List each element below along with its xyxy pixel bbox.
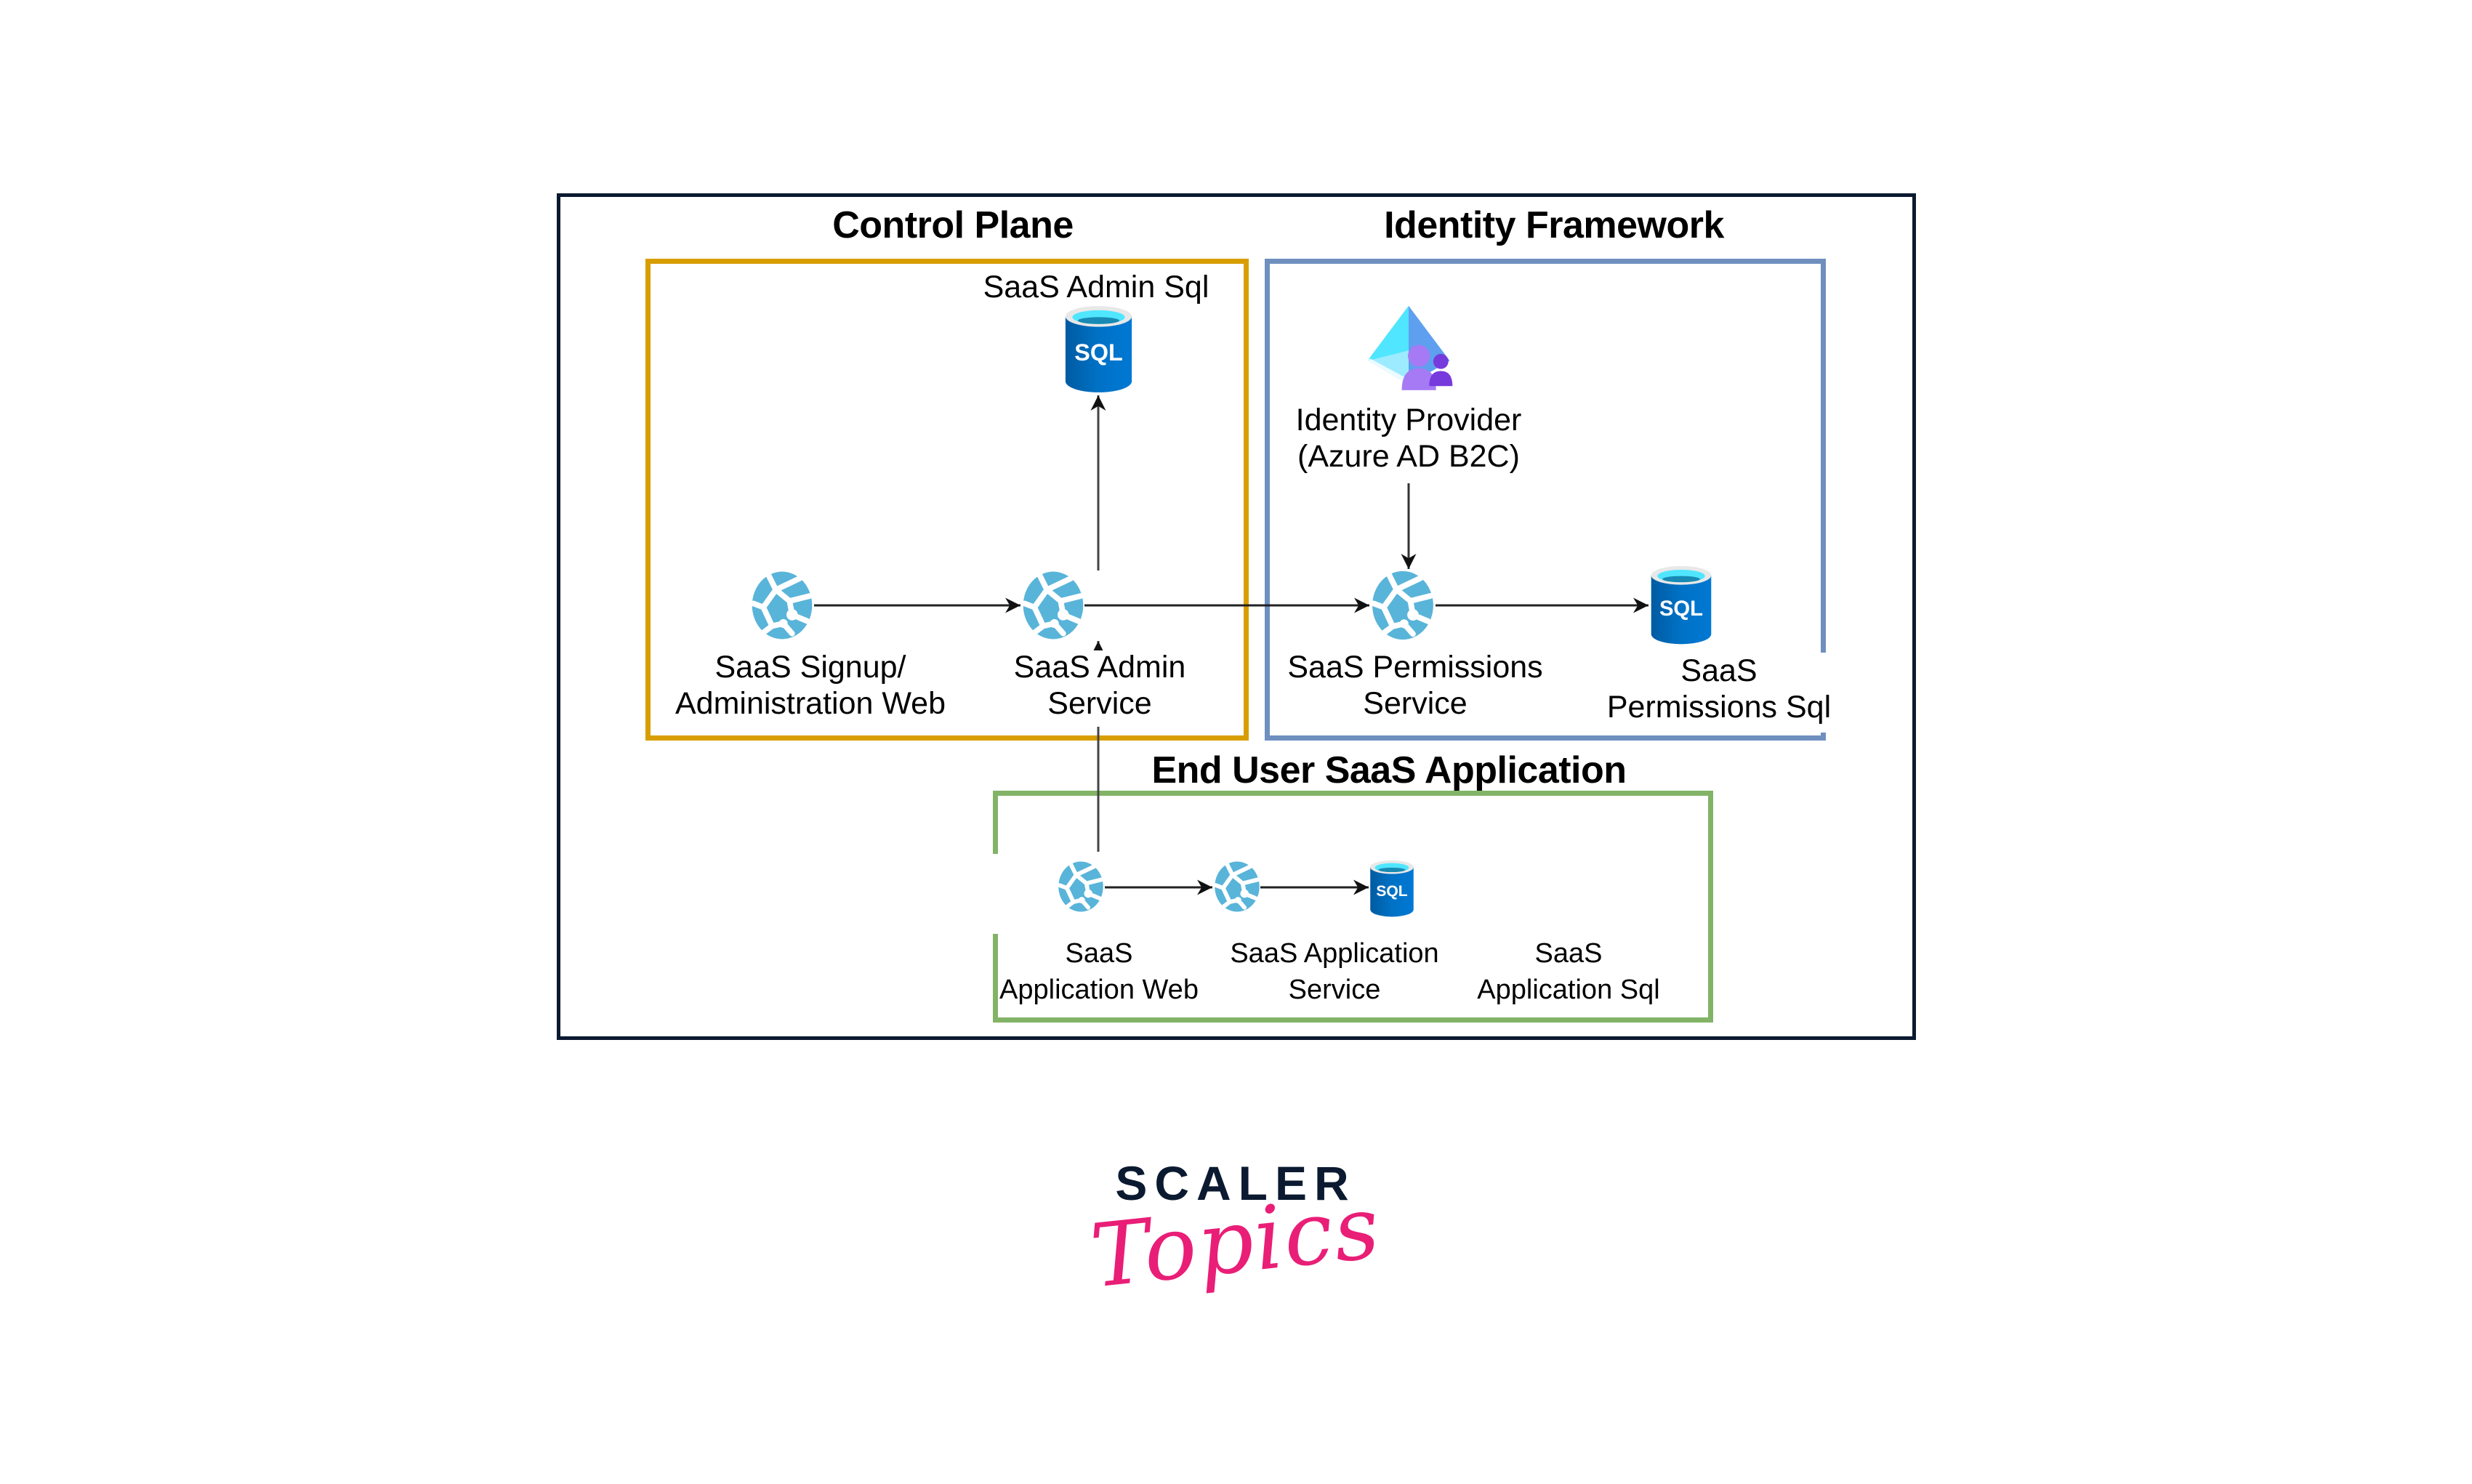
control-plane-title: Control Plane bbox=[832, 204, 1074, 246]
end-user-app-title: End User SaaS Application bbox=[1151, 749, 1627, 791]
web-app-icon[interactable] bbox=[1371, 570, 1435, 640]
signup-web-label: SaaS Signup/ Administration Web bbox=[675, 650, 946, 721]
permissions-sql-label: SaaS Permissions Sql bbox=[1606, 653, 1832, 725]
web-app-icon[interactable] bbox=[751, 570, 813, 640]
admin-sql-label: SaaS Admin Sql bbox=[983, 270, 1209, 305]
web-app-icon[interactable] bbox=[1214, 852, 1260, 922]
app-service-label: SaaS Application Service bbox=[1230, 938, 1439, 1005]
diagram-frame bbox=[557, 193, 1916, 1040]
web-app-icon[interactable] bbox=[1022, 570, 1084, 640]
border-gap bbox=[989, 854, 1003, 934]
identity-framework-title: Identity Framework bbox=[1384, 204, 1724, 246]
identity-provider-label: Identity Provider (Azure AD B2C) bbox=[1295, 403, 1522, 474]
border-gap bbox=[1817, 653, 1832, 733]
sql-database-icon[interactable] bbox=[1064, 305, 1133, 394]
control-plane-group bbox=[645, 259, 1249, 741]
identity-framework-group bbox=[1265, 259, 1826, 741]
azure-ad-b2c-icon[interactable] bbox=[1361, 302, 1457, 392]
permissions-service-label: SaaS Permissions Service bbox=[1287, 650, 1543, 721]
sql-database-icon[interactable] bbox=[1369, 845, 1414, 932]
sql-database-icon[interactable] bbox=[1650, 562, 1712, 649]
label-mask bbox=[1003, 650, 1192, 727]
admin-service-label: SaaS Admin Service bbox=[1013, 650, 1186, 721]
web-app-icon[interactable] bbox=[1058, 852, 1104, 922]
app-sql-label: SaaS Application Sql bbox=[1477, 938, 1660, 1005]
app-web-label: SaaS Application Web bbox=[999, 938, 1199, 1005]
scaler-logo-text: SCALER bbox=[1115, 1156, 1356, 1210]
